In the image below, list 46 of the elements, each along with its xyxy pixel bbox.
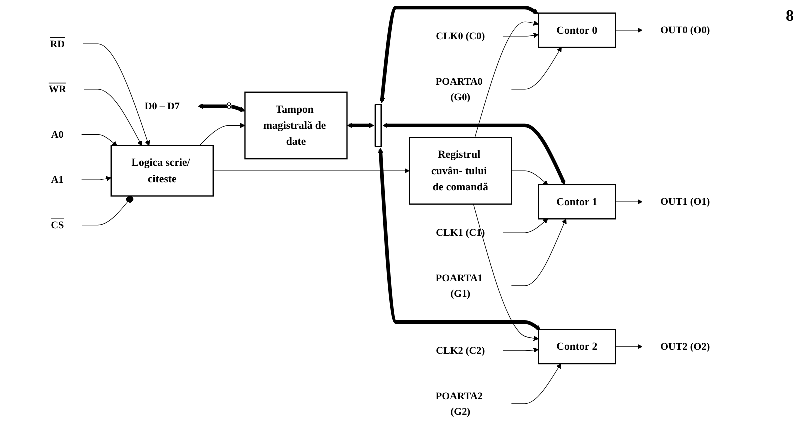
node-text: OUT1 (O1) [661,196,711,208]
arrow [503,32,540,38]
node-box: Contor 2 [538,329,617,365]
node-box: Contor 1 [538,184,617,220]
arrow [214,168,410,174]
node-text: A0 [52,128,64,140]
node-text: OUT2 (O2) [661,341,711,352]
node-text: CS [52,219,65,231]
node-box: Registrul cuvân- tului de comandă [410,137,513,205]
arrow [503,348,540,353]
arrow [83,44,151,146]
node-box: Tampon magistrală de date [245,92,348,160]
arrow [198,104,246,112]
arrow [616,344,644,350]
arrow [616,199,644,205]
node-text: POARTA1 (G1) [436,272,484,300]
arrow [474,204,540,342]
arrow [348,123,375,128]
arrow [380,6,540,104]
node-text: CLK2 (C2) [436,345,486,356]
arrow [503,218,549,234]
arrow [82,176,112,182]
arrow [84,89,143,146]
arrow [512,363,562,404]
node-text: OUT0 (O0) [661,24,711,36]
node-text: WR [49,84,67,95]
bus-width-label: 8 [786,8,794,26]
connector [82,196,134,226]
arrow [512,218,568,286]
node-box: Contor 0 [538,12,617,48]
arrow [200,123,246,146]
node-text: POARTA2 (G2) [436,390,484,418]
node-text: A1 [52,174,64,186]
arrow [475,20,540,138]
edge-label: 8 [227,101,232,112]
node-text: D0 – D7 [145,100,180,112]
arrow [383,123,566,186]
arrow [82,134,118,146]
node-box: Logica scrie/ citeste [111,145,214,197]
arrow [512,170,549,186]
arrow [512,47,562,90]
node-text: POARTA0 (G0) [436,76,484,103]
node-text: RD [50,38,66,50]
arrow [378,148,542,330]
arrow [616,28,644,34]
node-text: CLK0 (C0) [436,30,486,42]
